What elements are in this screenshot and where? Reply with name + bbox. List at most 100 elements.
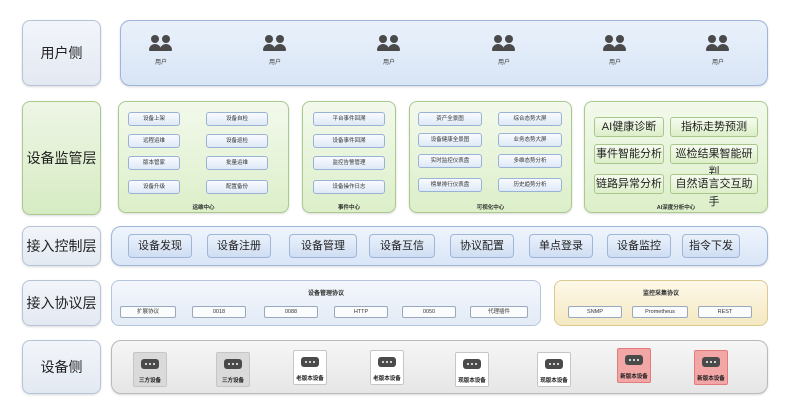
- user-caption: 用户: [268, 60, 281, 66]
- event-item[interactable]: 设备事件回溯: [313, 134, 385, 148]
- control-item[interactable]: 设备管理: [289, 234, 357, 258]
- ops-item[interactable]: 配置备份: [206, 180, 268, 194]
- control-item[interactable]: 设备发现: [128, 234, 192, 258]
- user-icon: [375, 35, 403, 55]
- event-item[interactable]: 设备操作日志: [313, 180, 385, 194]
- visual-item[interactable]: 历史趋势分析: [498, 178, 562, 192]
- user-icon: [601, 35, 629, 55]
- device-card[interactable]: 新版本设备: [617, 348, 651, 383]
- layer-label-control: 接入控制层: [22, 226, 101, 266]
- control-item[interactable]: 单点登录: [529, 234, 593, 258]
- monitor-protocol-panel: 监控采集协议: [554, 280, 768, 326]
- device-icon: [224, 359, 242, 369]
- event-item[interactable]: 监控告警管理: [313, 156, 385, 170]
- control-item[interactable]: 设备监控: [607, 234, 671, 258]
- ai-item[interactable]: 指标走势预测: [670, 117, 758, 137]
- user-icon: [490, 35, 518, 55]
- device-icon: [545, 359, 563, 369]
- device-label: 现版本设备: [458, 378, 486, 384]
- protocol-chip[interactable]: SNMP: [568, 306, 622, 318]
- protocol-chip[interactable]: Prometheus: [632, 306, 688, 318]
- layer-label-user: 用户侧: [22, 20, 101, 86]
- layer-label-protocol: 接入协议层: [22, 280, 101, 326]
- user-caption: 用户: [608, 60, 621, 66]
- protocol-chip[interactable]: HTTP: [334, 306, 388, 318]
- device-card[interactable]: 老版本设备: [370, 350, 404, 385]
- device-label: 三方设备: [138, 378, 161, 384]
- ai-item[interactable]: AI健康诊断: [594, 117, 664, 137]
- user-node: 用户: [371, 35, 407, 66]
- control-item[interactable]: 指令下发: [682, 234, 740, 258]
- ops-item[interactable]: 批量运维: [206, 156, 268, 170]
- user-caption: 用户: [382, 60, 395, 66]
- visual-item[interactable]: 资产全景图: [418, 112, 482, 126]
- ops-item[interactable]: 设备上架: [128, 112, 180, 126]
- ai-item[interactable]: 自然语言交互助手: [670, 174, 758, 208]
- layer-label-device: 设备侧: [22, 340, 101, 394]
- user-node: 用户: [700, 35, 736, 66]
- device-icon: [625, 355, 643, 365]
- layer-label-monitor: 设备监管层: [22, 101, 101, 215]
- device-icon: [702, 357, 720, 367]
- device-card[interactable]: 现版本设备: [455, 352, 489, 387]
- protocol-chip[interactable]: 0050: [402, 306, 456, 318]
- device-label: 现版本设备: [540, 378, 568, 384]
- device-icon: [141, 359, 159, 369]
- layer-label-text: 用户侧: [40, 45, 83, 61]
- device-card[interactable]: 三方设备: [216, 352, 250, 387]
- ops-item[interactable]: 设备巡检: [206, 134, 268, 148]
- layer-label-text: 接入控制层: [26, 238, 97, 254]
- mgmt-protocol-panel: 设备管理协议: [111, 280, 541, 326]
- user-node: 用户: [597, 35, 633, 66]
- user-row: [120, 20, 768, 86]
- device-card[interactable]: 老版本设备: [293, 350, 327, 385]
- visual-item[interactable]: 设备健康全景图: [418, 133, 482, 147]
- ops-item[interactable]: 版本管家: [128, 156, 180, 170]
- ops-item[interactable]: 远程运维: [128, 134, 180, 148]
- user-caption: 用户: [711, 60, 724, 66]
- panel-title: 可视化中心: [476, 205, 505, 211]
- visual-item[interactable]: 多维态势分析: [498, 154, 562, 168]
- protocol-chip[interactable]: 扩展协议: [120, 306, 176, 318]
- ai-item[interactable]: 链路异常分析: [594, 174, 664, 194]
- control-item[interactable]: 协议配置: [450, 234, 514, 258]
- user-node: 用户: [486, 35, 522, 66]
- panel-title: 运维中心: [192, 205, 215, 211]
- visual-item[interactable]: 榜单排行仪表盘: [418, 178, 482, 192]
- layer-label-text: 接入协议层: [26, 295, 97, 311]
- device-label: 三方设备: [221, 378, 244, 384]
- device-label: 老版本设备: [296, 376, 324, 382]
- panel-title: AI深度分析中心: [656, 205, 696, 211]
- visual-item[interactable]: 实时监控仪表盘: [418, 154, 482, 168]
- mgmt-protocol-title: 设备管理协议: [307, 291, 344, 297]
- device-row: [111, 340, 768, 394]
- ops-item[interactable]: 设备升级: [128, 180, 180, 194]
- device-icon: [463, 359, 481, 369]
- control-item[interactable]: 设备注册: [207, 234, 271, 258]
- device-icon: [301, 357, 319, 367]
- visual-item[interactable]: 业务态势大屏: [498, 133, 562, 147]
- layer-label-text: 设备侧: [40, 359, 83, 375]
- ai-item[interactable]: 巡检结果智能研判: [670, 144, 758, 178]
- layer-label-text: 设备监管层: [26, 150, 97, 166]
- user-icon: [704, 35, 732, 55]
- panel-title: 事件中心: [337, 205, 360, 211]
- user-node: 用户: [143, 35, 179, 66]
- user-icon: [261, 35, 289, 55]
- visual-item[interactable]: 综合态势大屏: [498, 112, 562, 126]
- device-card[interactable]: 三方设备: [133, 352, 167, 387]
- event-item[interactable]: 平台事件回溯: [313, 112, 385, 126]
- protocol-chip[interactable]: REST: [698, 306, 752, 318]
- ops-item[interactable]: 设备自检: [206, 112, 268, 126]
- user-icon: [147, 35, 175, 55]
- device-card[interactable]: 新版本设备: [694, 350, 728, 385]
- control-item[interactable]: 设备互信: [369, 234, 435, 258]
- protocol-chip[interactable]: 0088: [264, 306, 318, 318]
- ai-item[interactable]: 事件智能分析: [594, 144, 664, 164]
- protocol-chip[interactable]: 代理插件: [470, 306, 528, 318]
- device-card[interactable]: 现版本设备: [537, 352, 571, 387]
- device-label: 新版本设备: [620, 374, 648, 380]
- user-caption: 用户: [497, 60, 510, 66]
- user-node: 用户: [257, 35, 293, 66]
- protocol-chip[interactable]: 0018: [192, 306, 246, 318]
